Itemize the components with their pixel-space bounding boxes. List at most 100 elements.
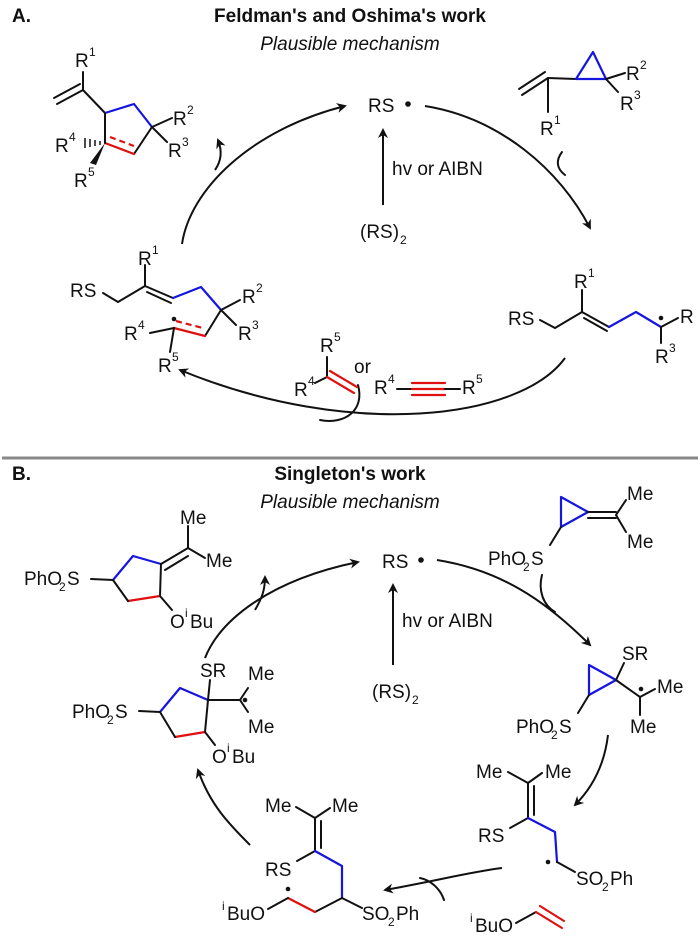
svg-text:R: R — [242, 287, 256, 308]
svg-text:Me: Me — [265, 796, 291, 817]
substrate-entry-hook-b — [539, 574, 556, 613]
svg-text:Me: Me — [248, 717, 274, 738]
svg-text:BuO: BuO — [227, 904, 265, 925]
svg-text:2: 2 — [107, 713, 114, 727]
svg-text:2: 2 — [59, 580, 66, 594]
svg-text:RS: RS — [70, 281, 96, 302]
svg-text:Me: Me — [545, 762, 571, 783]
product-release-arrow-b — [254, 575, 270, 611]
svg-text:1: 1 — [554, 113, 561, 127]
svg-text:4: 4 — [69, 130, 76, 144]
cycle-arrow-a-3 — [181, 103, 347, 245]
radical-dot — [285, 886, 291, 892]
svg-text:SR: SR — [622, 644, 648, 665]
cycle-arrow-b-5 — [204, 558, 360, 659]
svg-text:2: 2 — [640, 58, 647, 72]
svg-text:i: i — [222, 899, 225, 913]
svg-text:2: 2 — [388, 915, 395, 929]
partner-entry-hook-b — [419, 877, 445, 901]
radical-acceptor-a: R 5 R 4 or R 4 R 5 — [294, 330, 483, 401]
svg-text:BuO: BuO — [475, 916, 513, 937]
svg-text:RS: RS — [382, 552, 408, 573]
svg-text:R: R — [238, 324, 252, 345]
svg-text:R: R — [626, 64, 640, 85]
panel-a: A. Feldman's and Oshima's work Plausible… — [12, 6, 694, 422]
svg-text:S: S — [531, 549, 544, 570]
svg-text:R: R — [173, 109, 187, 130]
svg-text:PhO: PhO — [488, 549, 526, 570]
svg-text:3: 3 — [182, 135, 189, 149]
svg-text:2: 2 — [400, 233, 407, 247]
svg-text:SO: SO — [576, 869, 603, 890]
svg-text:R: R — [655, 347, 669, 368]
svg-text:5: 5 — [334, 330, 341, 344]
svg-text:R: R — [620, 94, 634, 115]
svg-text:1: 1 — [588, 266, 595, 280]
svg-text:(RS): (RS) — [372, 682, 411, 703]
svg-text:PhO: PhO — [516, 717, 554, 738]
svg-text:Me: Me — [180, 508, 206, 529]
cycle-arrow-b-2 — [573, 734, 609, 807]
svg-text:Me: Me — [627, 484, 653, 505]
radical-dot — [242, 697, 248, 703]
svg-text:R: R — [462, 378, 476, 399]
panel-a-label: A. — [12, 6, 31, 27]
svg-text:R: R — [75, 51, 89, 72]
svg-text:R: R — [540, 119, 554, 140]
svg-text:Ph: Ph — [396, 904, 419, 925]
svg-text:i: i — [185, 606, 188, 620]
svg-text:2: 2 — [256, 281, 263, 295]
svg-text:PhO: PhO — [24, 569, 62, 590]
svg-text:SR: SR — [200, 661, 226, 682]
svg-text:4: 4 — [138, 318, 145, 332]
rs-radical-b: RS — [382, 552, 424, 573]
svg-text:5: 5 — [172, 350, 179, 364]
svg-text:Me: Me — [627, 532, 653, 553]
svg-text:S: S — [115, 702, 128, 723]
initiation-conditions-a: hv or AIBN — [392, 159, 483, 180]
svg-text:Me: Me — [248, 664, 274, 685]
panel-b-title: Singleton's work — [274, 464, 426, 485]
svg-text:1: 1 — [152, 243, 159, 257]
svg-text:i: i — [227, 741, 230, 755]
svg-text:O: O — [212, 747, 227, 768]
svg-text:R: R — [680, 307, 694, 328]
substrate-vinylcyclopropane: R 1 R 2 R 3 — [518, 50, 647, 140]
svg-text:RS: RS — [478, 826, 504, 847]
svg-text:S: S — [559, 717, 572, 738]
intermediate-b1-thiyl-adduct: SR Me Me PhO 2 S — [516, 644, 683, 742]
cycle-arrow-a-2 — [178, 357, 566, 416]
svg-text:Me: Me — [630, 717, 656, 738]
svg-text:3: 3 — [669, 341, 676, 355]
svg-text:SO: SO — [362, 904, 389, 925]
svg-text:i: i — [470, 911, 473, 925]
cycle-arrow-b-1 — [436, 559, 592, 647]
svg-text:R: R — [168, 141, 182, 162]
initiation-conditions-b: hv or AIBN — [402, 611, 493, 632]
radical-dot — [658, 315, 664, 321]
svg-text:Bu: Bu — [190, 612, 213, 633]
radical-dot — [418, 557, 424, 563]
substrate-entry-hook-a — [556, 151, 566, 176]
svg-text:5: 5 — [476, 372, 483, 386]
intermediate-b3-adduct-radical: Me Me RS i BuO SO 2 Ph — [222, 796, 419, 929]
product-a-cyclopentane: R 1 R 4 R 5 R 2 R — [53, 45, 194, 192]
intermediate-a2-adduct-radical: RS R 1 R 2 R 3 R 4 R 5 — [70, 243, 263, 377]
svg-text:R: R — [124, 324, 138, 345]
svg-text:or: or — [354, 357, 372, 378]
rs-radical-a: RS — [368, 96, 411, 117]
partner-entry-hook-a — [319, 384, 361, 422]
cycle-arrow-b-4 — [195, 768, 251, 846]
svg-text:R: R — [74, 171, 88, 192]
svg-text:R: R — [320, 336, 334, 357]
svg-text:RS: RS — [368, 96, 394, 117]
panel-b-label: B. — [12, 464, 31, 485]
svg-text:RS: RS — [508, 309, 534, 330]
svg-text:2: 2 — [412, 693, 419, 707]
svg-text:R: R — [294, 380, 308, 401]
disulfide-a: (RS) 2 — [360, 222, 407, 247]
svg-text:PhO: PhO — [72, 702, 110, 723]
svg-text:R: R — [374, 378, 388, 399]
product-release-arrow-a — [214, 138, 226, 171]
